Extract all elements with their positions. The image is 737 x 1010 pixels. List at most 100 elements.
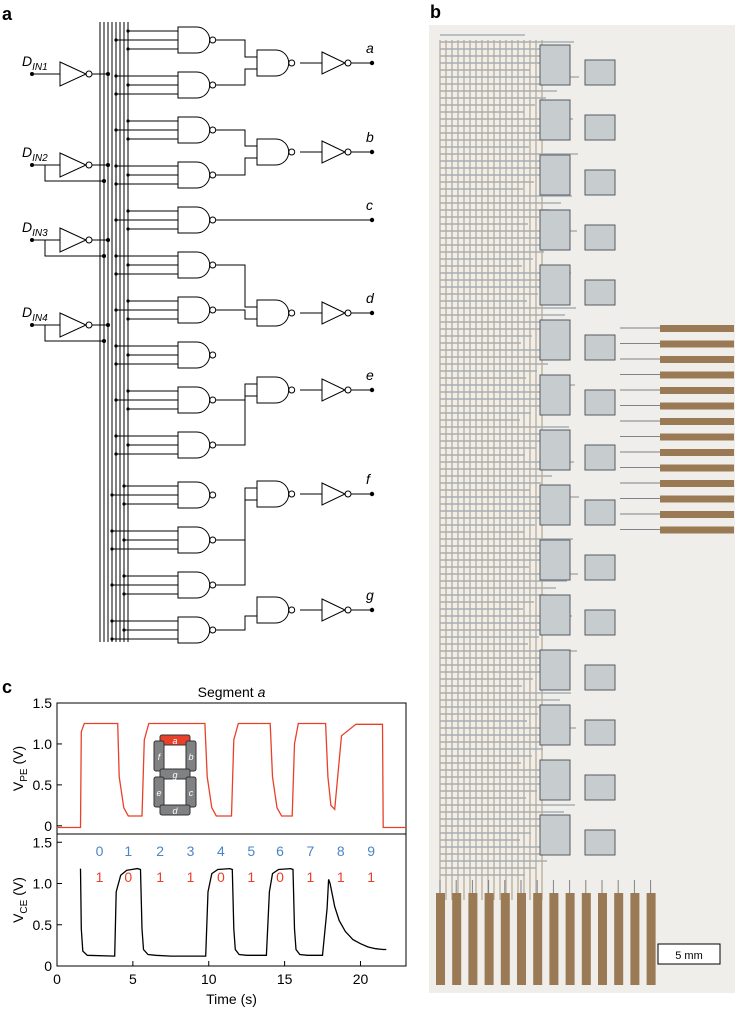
component-block [539, 264, 571, 306]
component-block [539, 704, 571, 746]
circuit-traces [436, 34, 734, 985]
component-block [584, 499, 616, 526]
junction [114, 452, 118, 456]
nand-bubble [288, 59, 296, 67]
junction [102, 254, 106, 258]
y-tick-label: 1.5 [33, 695, 53, 711]
component-block [539, 814, 571, 856]
nand-gate [177, 161, 211, 189]
junction [114, 164, 118, 168]
output-label: e [366, 367, 374, 383]
y-axis-label: VCE (V) [10, 877, 30, 923]
y-tick-label: 1.0 [33, 876, 53, 892]
junction [122, 484, 126, 488]
junction [122, 592, 126, 596]
junction [114, 434, 118, 438]
junction [126, 173, 130, 177]
contact-pad [660, 340, 734, 348]
stage-wire [215, 157, 257, 176]
junction [126, 119, 130, 123]
digit-label: 6 [276, 843, 284, 859]
nand-bubble [209, 171, 217, 179]
stage-wire [215, 309, 257, 320]
contact-pad [598, 893, 607, 985]
junction [110, 493, 114, 497]
contact-pad [452, 893, 462, 985]
nand-gate [177, 206, 211, 234]
inverter-symbol [321, 598, 347, 622]
y-axis-label-sub: PE [19, 768, 30, 782]
output-label: d [366, 290, 375, 306]
input-label-sub: IN1 [32, 62, 48, 73]
component-block [539, 319, 571, 361]
contact-pad [500, 893, 510, 985]
y-axis-label-main: V [10, 913, 26, 923]
nand-bubble [209, 36, 217, 44]
component-block [539, 154, 571, 196]
contact-pad [565, 893, 575, 985]
segment-state-label: 1 [187, 869, 195, 885]
junction [102, 339, 106, 343]
component-block [584, 774, 616, 801]
junction [106, 323, 110, 327]
segment-state-label: 1 [337, 869, 345, 885]
junction [126, 317, 130, 321]
panel-label-a: a [2, 4, 13, 24]
component-block [584, 554, 616, 581]
nand-bubble [209, 581, 217, 589]
output-label: b [366, 129, 374, 145]
component-block [539, 209, 571, 251]
junction [114, 308, 118, 312]
stage-wire [215, 395, 257, 446]
plot-title: Segment a [198, 684, 266, 700]
nand-gate [177, 251, 211, 279]
segment-state-label: 1 [247, 869, 255, 885]
input-label-sub: IN2 [32, 153, 48, 164]
contact-pad [660, 387, 734, 394]
contact-pad [614, 893, 624, 985]
digit-label: 5 [247, 843, 255, 859]
input-label: DIN3 [22, 219, 48, 239]
component-block [584, 664, 616, 691]
contact-pad [660, 511, 734, 518]
nand-gate [177, 296, 211, 324]
nand-gate [256, 49, 290, 77]
nand-bubble [209, 81, 217, 89]
component-block [539, 429, 571, 471]
junction [126, 407, 130, 411]
junction [126, 47, 130, 51]
component-block [584, 114, 616, 141]
junction [114, 92, 118, 96]
contact-pad [646, 893, 656, 985]
output-node [369, 491, 375, 497]
junction [126, 299, 130, 303]
input-bypass-wire [44, 240, 104, 257]
stage-wire [215, 615, 257, 631]
inverter-symbol [59, 227, 88, 253]
stage-wire [215, 487, 257, 541]
component-block [584, 169, 616, 196]
junction [110, 529, 114, 533]
junction [114, 218, 118, 222]
inverter-symbol [321, 140, 347, 164]
nand-bubble [209, 261, 217, 269]
nand-bubble [209, 216, 217, 224]
segment-state-label: 1 [96, 869, 104, 885]
scale-bar-label: 5 mm [675, 950, 703, 962]
component-block [539, 44, 571, 86]
output-node [369, 310, 375, 316]
junction [110, 637, 114, 641]
segment-label: a [172, 736, 177, 746]
photo-background [429, 25, 735, 993]
panel-label-b: b [430, 2, 441, 22]
output-node [369, 60, 375, 66]
nand-gate [177, 341, 211, 369]
contact-pad [660, 325, 734, 332]
contact-pad [517, 893, 526, 985]
digit-label: 1 [124, 843, 132, 859]
junction [126, 227, 130, 231]
nand-gate [256, 480, 290, 508]
y-axis-label-sub: CE [19, 899, 30, 913]
